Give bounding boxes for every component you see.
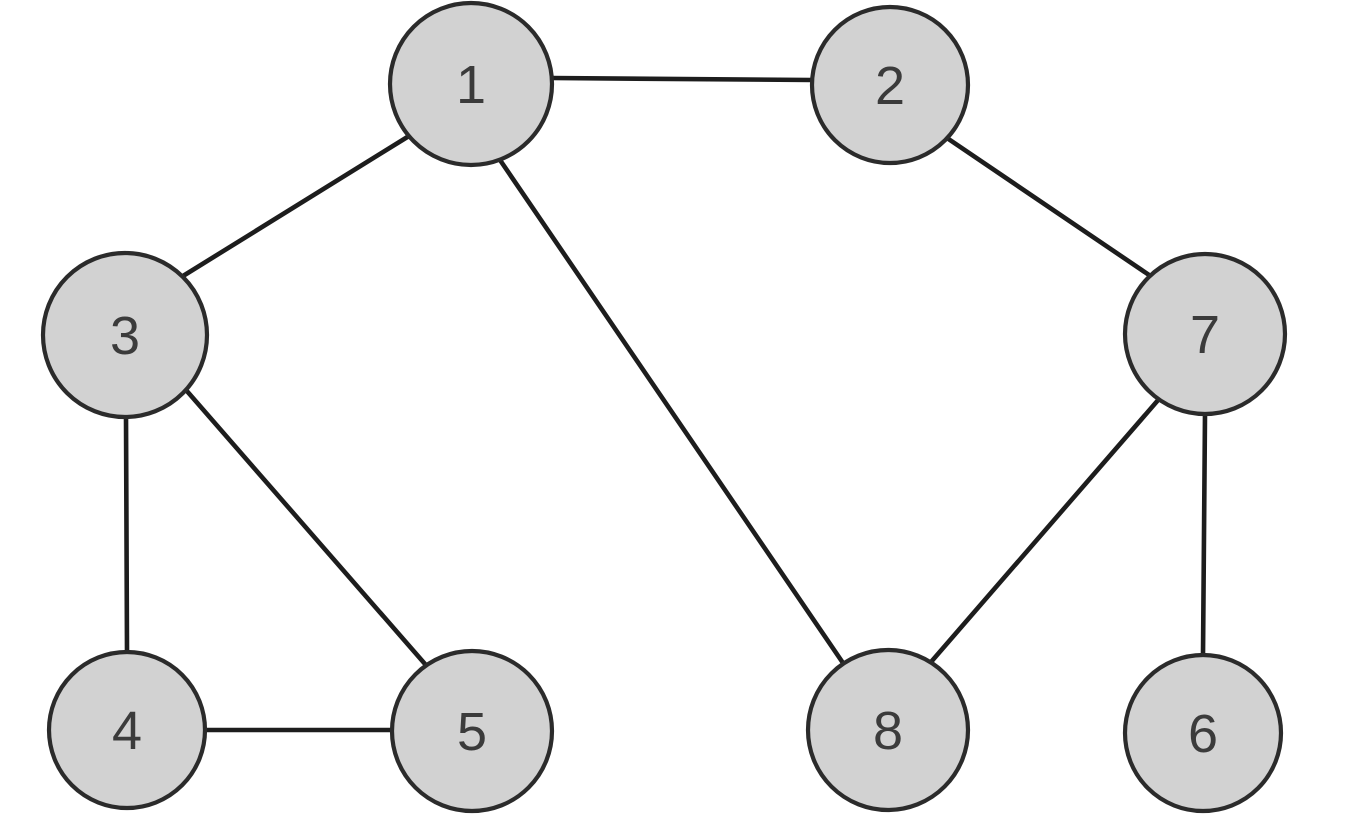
graph-edge-3-4 bbox=[123, 414, 130, 655]
graph-edge-2-7 bbox=[944, 135, 1155, 280]
graph-node-8[interactable]: 8 bbox=[805, 647, 971, 813]
graph-edge-7-8 bbox=[928, 396, 1162, 665]
graph-node-label-6: 6 bbox=[1188, 704, 1218, 764]
graph-node-label-2: 2 bbox=[875, 56, 905, 116]
graph-edge-1-8 bbox=[497, 157, 846, 666]
nodes-layer: 1 2 3 4 5 6 7 8 bbox=[40, 0, 1288, 814]
graph-node-7[interactable]: 7 bbox=[1122, 251, 1288, 417]
graph-edge-1-3 bbox=[180, 133, 412, 279]
graph-node-circle-7[interactable] bbox=[1122, 251, 1288, 417]
graph-node-2[interactable]: 2 bbox=[809, 4, 971, 166]
graph-node-3[interactable]: 3 bbox=[40, 250, 210, 420]
graph-node-circle-6[interactable] bbox=[1122, 652, 1284, 814]
graph-edge-3-5 bbox=[183, 387, 428, 667]
graph-node-5[interactable]: 5 bbox=[389, 648, 555, 814]
graph-node-label-4: 4 bbox=[112, 701, 142, 761]
graph-node-label-3: 3 bbox=[110, 306, 140, 366]
graph-node-circle-1[interactable] bbox=[387, 0, 555, 168]
graph-edge-7-6 bbox=[1200, 411, 1208, 658]
graph-node-label-7: 7 bbox=[1190, 305, 1220, 365]
graph-node-circle-3[interactable] bbox=[40, 250, 210, 420]
graph-node-label-5: 5 bbox=[457, 702, 487, 762]
graph-node-1[interactable]: 1 bbox=[387, 0, 555, 168]
graph-node-label-8: 8 bbox=[873, 701, 903, 761]
graph-node-circle-8[interactable] bbox=[805, 647, 971, 813]
graph-node-circle-4[interactable] bbox=[46, 649, 208, 811]
graph-node-circle-5[interactable] bbox=[389, 648, 555, 814]
graph-node-6[interactable]: 6 bbox=[1122, 652, 1284, 814]
edges-layer bbox=[123, 75, 1208, 733]
graph-edge-1-2 bbox=[549, 75, 815, 83]
graph-node-4[interactable]: 4 bbox=[46, 649, 208, 811]
graph-node-circle-2[interactable] bbox=[809, 4, 971, 166]
graph-node-label-1: 1 bbox=[456, 55, 486, 115]
